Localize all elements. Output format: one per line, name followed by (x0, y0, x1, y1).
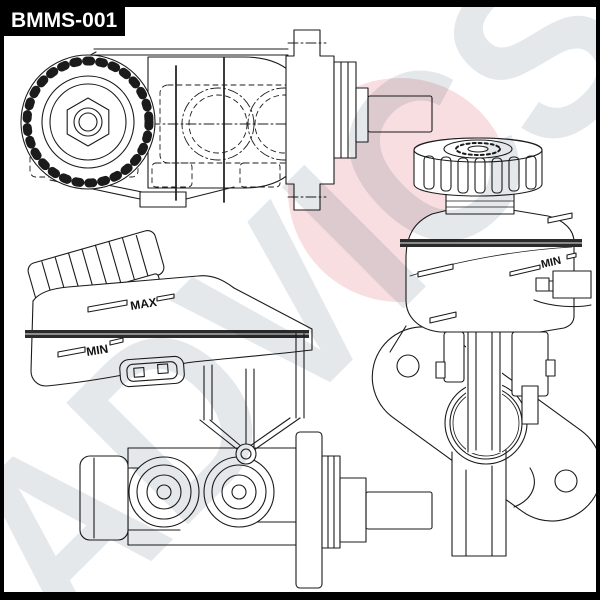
min-level-label-side: MIN (85, 342, 109, 359)
max-level-label: MAX (129, 295, 158, 313)
view-top-master-cylinder (20, 29, 433, 211)
view-side-master-cylinder: MAX MIN (24, 230, 433, 589)
frame-border-bottom (0, 592, 600, 600)
frame-border-right (596, 0, 600, 600)
part-number-label: BMMS-001 (4, 6, 126, 36)
frame-border-left (0, 0, 4, 600)
frame-border-top (0, 0, 600, 7)
level-sensor-connector (119, 355, 185, 388)
min-level-label-front: MIN (540, 255, 562, 271)
view-front-master-cylinder: MIN (371, 137, 600, 557)
